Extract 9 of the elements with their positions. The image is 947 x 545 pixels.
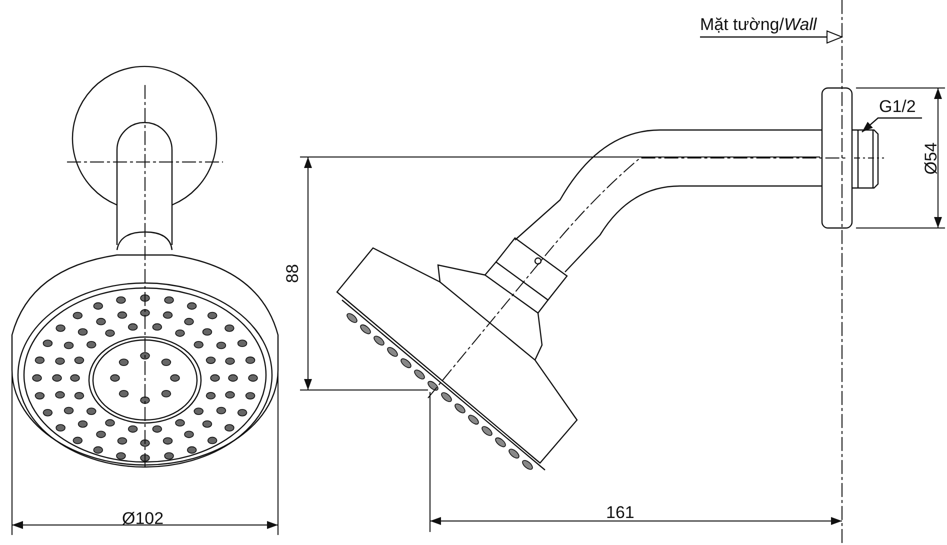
leader-arrow	[700, 30, 842, 44]
leader-line	[862, 117, 922, 132]
dimension-value: Ø54	[922, 142, 940, 175]
dimension-value: 88	[284, 264, 301, 283]
dimension-value: Ø102	[122, 510, 164, 527]
wall-label: Mặt tường/Wall	[700, 16, 817, 33]
thread-fitting	[852, 129, 884, 189]
thread-size-label: G1/2	[879, 98, 916, 115]
dimension-value: 161	[606, 504, 634, 521]
